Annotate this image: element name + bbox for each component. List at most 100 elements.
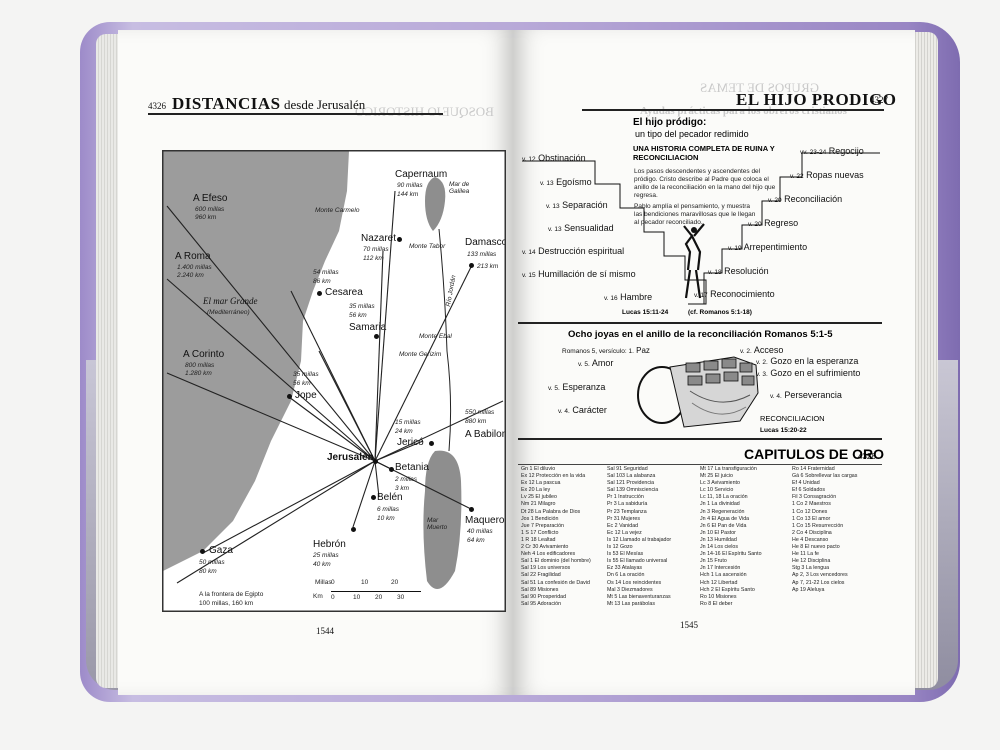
footer-page-number-right: 1545 — [680, 620, 698, 630]
ghost-subheading-right: Ayudas prácticas para los obreros cristi… — [640, 105, 847, 117]
jewels-title: Ocho joyas en el anillo de la reconcilia… — [568, 329, 833, 340]
jewel-right: v. 4. Perseverancia — [770, 390, 842, 400]
map-svg — [163, 151, 505, 611]
place-samaria: Samaria — [349, 322, 387, 333]
history-p1: Los pasos descendentes y ascendentes del… — [634, 168, 776, 200]
ring-ref: Lucas 15:20-22 — [760, 427, 807, 434]
scale-miles-label: Millas — [315, 579, 332, 586]
mount-tabor: Monte Tabor — [409, 243, 446, 250]
samaria-miles: 35 millas — [349, 303, 375, 310]
up-step: v. 22 Ropas nuevas — [790, 170, 864, 180]
up-step: v. 20 Reconciliación — [768, 194, 843, 204]
place-maqueronte: Maqueronte — [465, 515, 505, 526]
jope-dot — [287, 394, 292, 399]
nazaret-dot — [397, 237, 402, 242]
prodigal-subheading: un tipo del pecador redimido — [635, 129, 749, 139]
roma-miles: 1.400 millas — [177, 264, 212, 271]
capernaum-miles: 90 millas — [397, 182, 423, 189]
up-step: v. 20 Regreso — [748, 218, 799, 228]
gaza-km: 80 km — [199, 568, 217, 575]
right-page-number: 4327 — [870, 95, 888, 105]
jewel-left: v. 5. Amor — [578, 358, 614, 368]
place-jerico: Jericó — [397, 437, 424, 448]
down-step: v. 15 Humillación de sí mismo — [522, 269, 636, 279]
up-step: vv. 23-24 Regocijo — [800, 146, 864, 156]
mount-gerizim: Monte Gerizim — [399, 351, 442, 358]
scale-mile-tick: 0 — [331, 579, 335, 586]
belen-km: 10 km — [377, 515, 395, 522]
place-babilonia: A Babilonia — [465, 429, 505, 440]
nazaret-miles: 70 millas — [363, 246, 389, 253]
scale-mile-tick: 10 — [361, 579, 369, 586]
cesarea-km: 86 km — [313, 278, 331, 285]
jewel-left: v. 4. Carácter — [558, 405, 607, 415]
jewel-left: v. 5. Esperanza — [548, 382, 606, 392]
jope-km: 56 km — [293, 380, 311, 387]
prodigal-ref-left: Lucas 15:11-24 — [622, 309, 669, 316]
egypt-label: A la frontera de Egipto — [199, 591, 264, 598]
mount-carmel: Monte Carmelo — [315, 207, 360, 214]
corinto-miles: 800 millas — [185, 362, 215, 369]
gold-title: CAPITULOS DE ORO — [744, 446, 885, 462]
place-gaza: Gaza — [209, 545, 233, 556]
down-step: v. 14 Destrucción espiritual — [522, 246, 625, 256]
ring-diagram — [637, 356, 759, 428]
hebron-dot — [351, 527, 356, 532]
right-title-rule — [582, 109, 884, 111]
footer-page-number-left: 1544 — [316, 626, 334, 636]
hebron-miles: 25 millas — [313, 552, 339, 559]
betania-miles: 2 millas — [395, 476, 418, 483]
place-hebron: Hebrón — [313, 539, 346, 550]
betania-km: 3 km — [395, 485, 410, 492]
place-jope: Jope — [295, 390, 317, 401]
page-number: 4326 — [148, 101, 166, 111]
dead-sea-label: Mar Muerto — [427, 517, 448, 532]
jerico-km: 24 km — [395, 428, 413, 435]
scale-mile-tick: 20 — [391, 579, 399, 586]
hebron-km: 40 km — [313, 561, 331, 568]
gold-rule — [518, 464, 882, 465]
page-edges-left — [96, 34, 122, 688]
sea-of-galilee-label: Mar de Galilea — [449, 181, 470, 196]
staircase-diagram — [522, 152, 880, 305]
cesarea-miles: 54 millas — [313, 269, 339, 276]
section-rule-2 — [518, 438, 882, 440]
samaria-km: 56 km — [349, 312, 367, 319]
jordan-river — [438, 228, 452, 452]
prodigal-heading: El hijo pródigo: — [633, 117, 707, 128]
down-step: v. 12 Obstinación — [522, 153, 586, 163]
jewel-right: v. 2. Acceso — [740, 345, 784, 355]
place-roma: A Roma — [175, 251, 211, 262]
scale-bar — [331, 591, 421, 592]
maqueronte-dot — [469, 507, 474, 512]
babilonia-miles: 550 millas — [465, 409, 495, 416]
dead-sea — [423, 450, 462, 589]
scale-km-tick: 0 — [331, 594, 335, 601]
page-title: DISTANCIAS — [172, 94, 281, 113]
down-step: v. 16 Hambre — [604, 292, 653, 302]
history-p2: Pablo amplía el pensamiento, y muestra l… — [634, 203, 756, 227]
cesarea-dot — [317, 291, 322, 296]
title-rule — [148, 113, 443, 115]
place-betania: Betania — [395, 462, 429, 473]
ring-label: RECONCILIACION — [760, 414, 825, 423]
place-damasco: Damasco — [465, 237, 506, 248]
up-step: v. 18 Resolución — [708, 266, 769, 276]
distance-lines — [166, 190, 504, 584]
gold-number: 4328 — [858, 452, 876, 461]
jerico-miles: 15 millas — [395, 419, 421, 426]
down-step: v. 13 Sensualidad — [548, 223, 614, 233]
sea-name: El mar Grande — [203, 296, 258, 306]
nazaret-km: 112 km — [363, 255, 384, 262]
sea-sub: (Mediterráneo) — [207, 309, 250, 316]
efeso-miles: 600 millas — [195, 206, 225, 213]
down-step: v. 13 Separación — [546, 200, 608, 210]
capernaum-km: 144 km — [397, 191, 419, 198]
scale-km-tick: 20 — [375, 594, 383, 601]
section-rule-1 — [518, 322, 882, 324]
place-capernaum: Capernaum — [395, 169, 448, 180]
